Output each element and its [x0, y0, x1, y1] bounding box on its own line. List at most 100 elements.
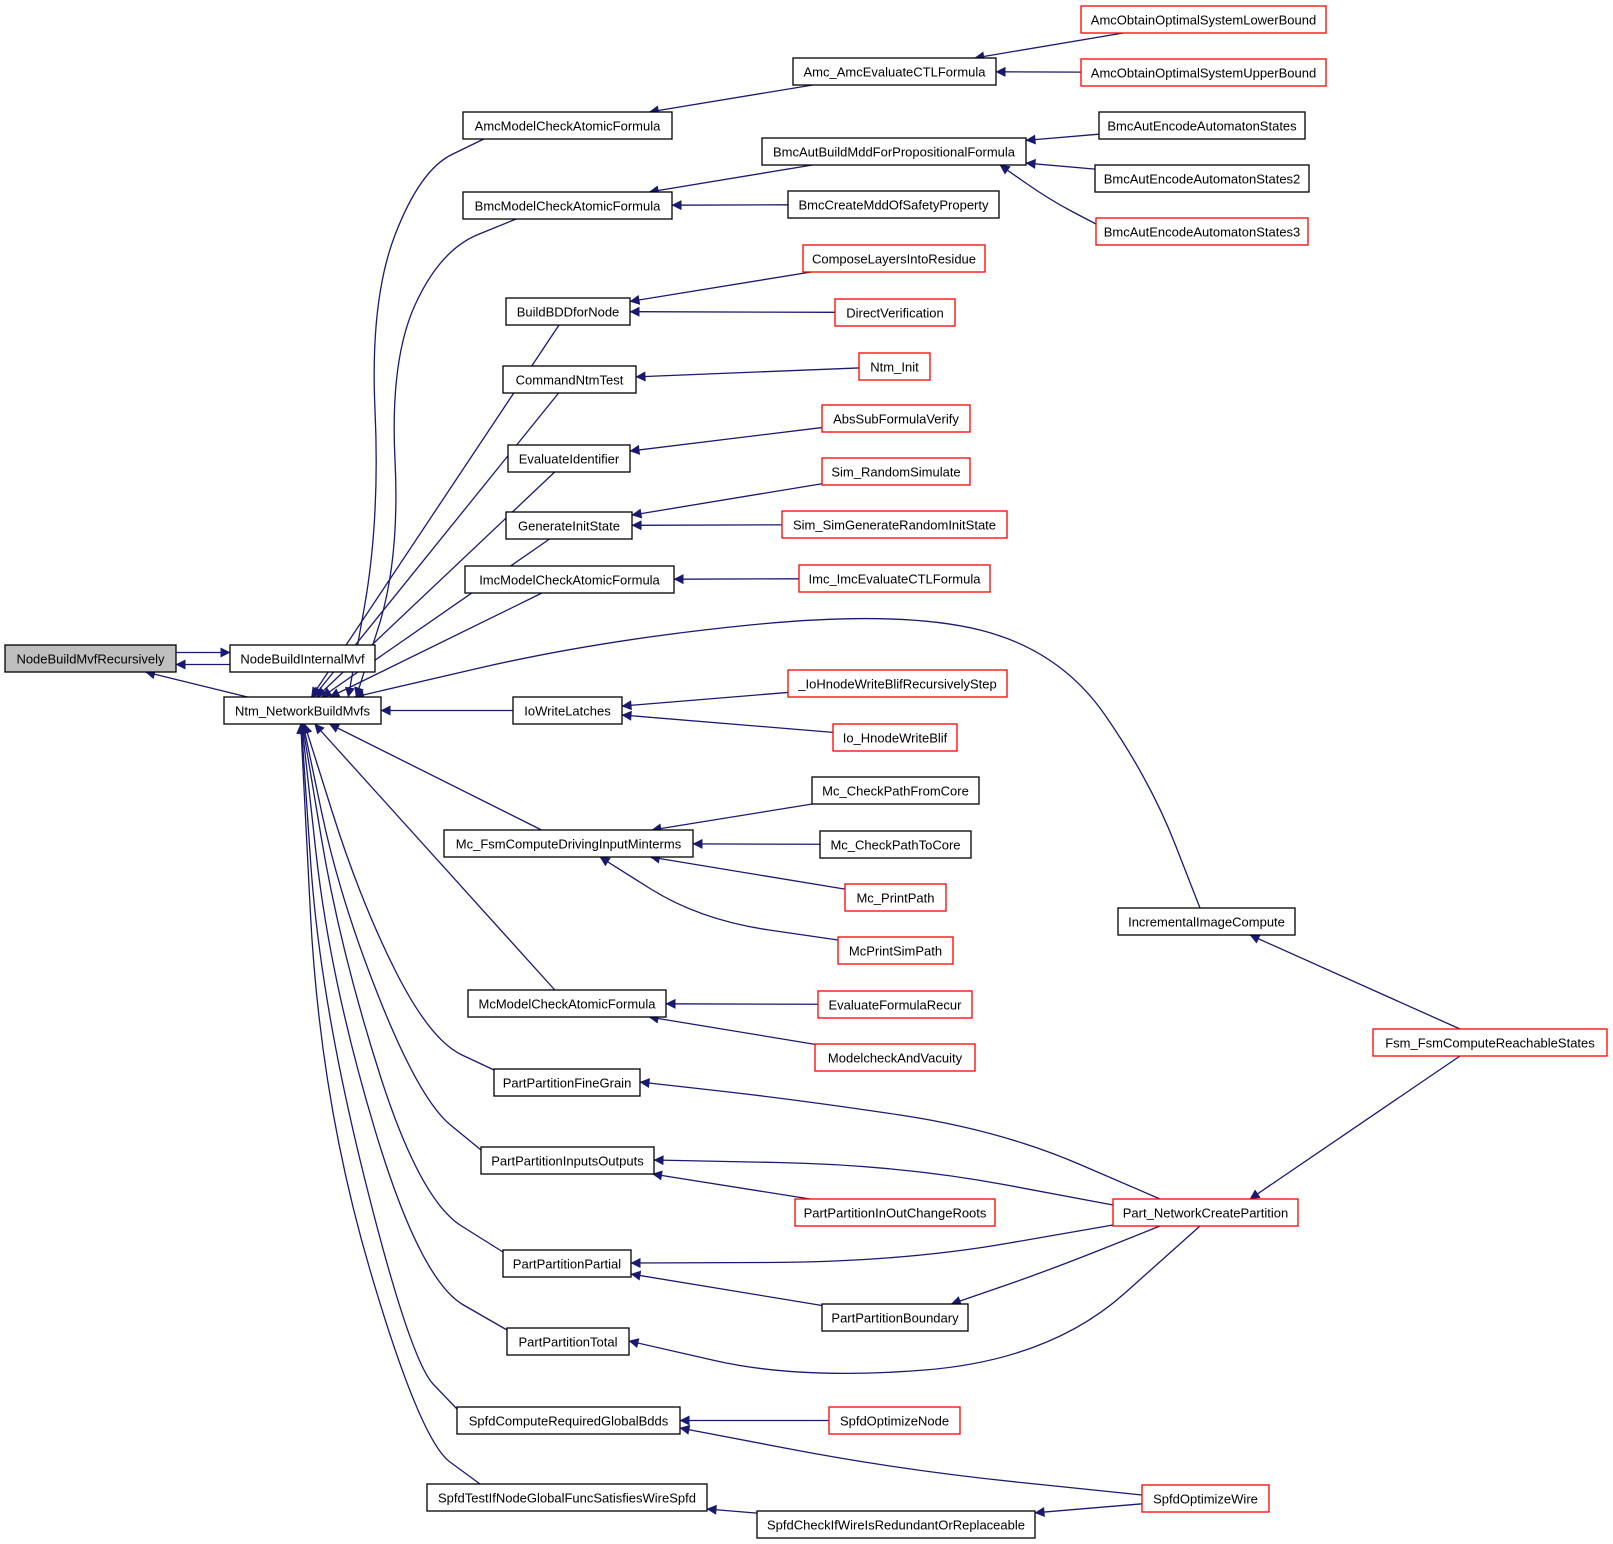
node-label: SpfdOptimizeWire [1153, 1492, 1258, 1507]
graph-node-n15[interactable]: PartPartitionInputsOutputs [480, 1146, 655, 1175]
node-box [814, 1043, 976, 1072]
node-box [223, 696, 382, 725]
graph-node-n44[interactable]: Part_NetworkCreatePartition [1112, 1198, 1299, 1227]
node-label: CommandNtmTest [516, 373, 624, 388]
graph-node-n22[interactable]: AmcObtainOptimalSystemUpperBound [1080, 58, 1327, 87]
edge-line [999, 164, 1097, 225]
graph-node-n33[interactable]: Sim_SimGenerateRandomInitState [781, 510, 1008, 539]
edge-n18-to-n2 [296, 723, 458, 1410]
graph-node-n27[interactable]: BmcCreateMddOfSafetyProperty [787, 190, 1000, 219]
graph-node-n30[interactable]: Ntm_Init [858, 352, 931, 381]
graph-node-n0[interactable]: NodeBuildMvfRecursively [4, 644, 177, 673]
graph-node-n47[interactable]: SpfdOptimizeNode [828, 1406, 961, 1435]
node-label: ModelcheckAndVacuity [828, 1051, 963, 1066]
node-box [502, 1249, 632, 1278]
edge-n15-to-n2 [300, 723, 482, 1151]
node-box [1112, 1198, 1299, 1227]
graph-node-n11[interactable]: IoWriteLatches [512, 696, 623, 725]
edge-line [635, 367, 860, 382]
graph-node-n36[interactable]: Io_HnodeWriteBlif [832, 723, 958, 752]
graph-node-n39[interactable]: Mc_PrintPath [844, 883, 947, 912]
node-box [787, 190, 1000, 219]
edge-n48-to-n18 [679, 1424, 1143, 1496]
node-label: Fsm_FsmComputeReachableStates [1385, 1036, 1595, 1051]
node-label: BmcAutBuildMddForPropositionalFormula [773, 145, 1016, 160]
node-label: Ntm_NetworkBuildMvfs [235, 704, 371, 719]
graph-node-n37[interactable]: Mc_CheckPathFromCore [811, 776, 980, 805]
graph-node-n31[interactable]: AbsSubFormulaVerify [821, 404, 971, 433]
edge-line [652, 1170, 811, 1200]
graph-node-n43[interactable]: Fsm_FsmComputeReachableStates [1372, 1028, 1608, 1057]
graph-node-n13[interactable]: McModelCheckAtomicFormula [467, 989, 667, 1018]
graph-node-n45[interactable]: PartPartitionInOutChangeRoots [794, 1198, 996, 1227]
node-box [802, 244, 986, 273]
edge-line [974, 32, 1124, 62]
node-label: BuildBDDforNode [517, 305, 620, 320]
edge-line [321, 538, 550, 698]
graph-node-n40[interactable]: McPrintSimPath [837, 936, 954, 965]
node-label: Mc_FsmComputeDrivingInputMinterms [456, 837, 682, 852]
edge-n30-to-n6 [635, 367, 860, 382]
graph-node-n14[interactable]: PartPartitionFineGrain [493, 1068, 641, 1097]
graph-node-n7[interactable]: EvaluateIdentifier [507, 444, 631, 473]
node-box [229, 644, 376, 673]
node-label: Mc_CheckPathFromCore [822, 784, 969, 799]
graph-node-n24[interactable]: BmcAutEncodeAutomatonStates [1098, 111, 1306, 140]
graph-node-n2[interactable]: Ntm_NetworkBuildMvfs [223, 696, 382, 725]
graph-node-n16[interactable]: PartPartitionPartial [502, 1249, 632, 1278]
graph-node-n32[interactable]: Sim_RandomSimulate [821, 457, 971, 486]
node-box [811, 776, 980, 805]
graph-node-n8[interactable]: GenerateInitState [505, 511, 633, 540]
edge-n43-to-n44 [1249, 1055, 1461, 1200]
graph-node-n3[interactable]: AmcModelCheckAtomicFormula [462, 111, 673, 140]
graph-node-n9[interactable]: ImcModelCheckAtomicFormula [464, 565, 675, 594]
graph-node-n18[interactable]: SpfdComputeRequiredGlobalBdds [456, 1406, 681, 1435]
node-label: NodeBuildInternalMvf [240, 652, 365, 667]
node-box [756, 1510, 1036, 1539]
node-box [502, 365, 637, 394]
graph-node-n21[interactable]: AmcObtainOptimalSystemLowerBound [1080, 5, 1327, 34]
node-label: Mc_PrintPath [856, 891, 934, 906]
graph-node-n49[interactable]: SpfdCheckIfWireIsRedundantOrReplaceable [756, 1510, 1036, 1539]
graph-node-n10[interactable]: IncrementalImageCompute [1117, 907, 1296, 936]
graph-node-n42[interactable]: ModelcheckAndVacuity [814, 1043, 976, 1072]
node-label: AmcObtainOptimalSystemLowerBound [1091, 13, 1316, 28]
graph-node-n29[interactable]: DirectVerification [834, 298, 956, 327]
edge-n31-to-n7 [629, 426, 823, 455]
edge-n25-to-n23 [1025, 158, 1096, 170]
graph-node-n19[interactable]: SpfdTestIfNodeGlobalFuncSatisfiesWireSpf… [426, 1483, 708, 1512]
edge-n46-to-n16 [630, 1270, 823, 1307]
graph-node-n4[interactable]: BmcModelCheckAtomicFormula [462, 191, 673, 220]
node-box [1094, 164, 1310, 193]
graph-node-n48[interactable]: SpfdOptimizeWire [1141, 1484, 1270, 1513]
edge-n49-to-n19 [706, 1504, 758, 1515]
graph-node-n5[interactable]: BuildBDDforNode [505, 297, 631, 326]
edge-n42-to-n13 [648, 1013, 816, 1045]
graph-node-n28[interactable]: ComposeLayersIntoResidue [802, 244, 986, 273]
edge-line [354, 617, 1201, 909]
graph-node-n46[interactable]: PartPartitionBoundary [821, 1303, 969, 1332]
graph-node-n41[interactable]: EvaluateFormulaRecur [817, 990, 973, 1019]
edge-line [300, 723, 482, 1151]
graph-node-n1[interactable]: NodeBuildInternalMvf [229, 644, 376, 673]
graph-node-n25[interactable]: BmcAutEncodeAutomatonStates2 [1094, 164, 1310, 193]
node-label: PartPartitionBoundary [831, 1311, 959, 1326]
graph-node-n17[interactable]: PartPartitionTotal [506, 1327, 630, 1356]
node-label: BmcAutEncodeAutomatonStates3 [1104, 225, 1301, 240]
graph-node-n12[interactable]: Mc_FsmComputeDrivingInputMinterms [443, 829, 694, 858]
edge-n44-to-n15 [653, 1155, 1114, 1206]
edge-line [621, 710, 834, 734]
edge-n44-to-n46 [950, 1225, 1161, 1306]
graph-node-n20[interactable]: Amc_AmcEvaluateCTLFormula [792, 57, 997, 86]
graph-node-n35[interactable]: _IoHnodeWriteBlifRecursivelyStep [787, 669, 1008, 698]
graph-node-n26[interactable]: BmcAutEncodeAutomatonStates3 [1095, 217, 1309, 246]
graph-node-n23[interactable]: BmcAutBuildMddForPropositionalFormula [761, 137, 1027, 166]
node-label: Mc_CheckPathToCore [830, 838, 960, 853]
node-label: BmcModelCheckAtomicFormula [475, 199, 661, 214]
graph-node-n6[interactable]: CommandNtmTest [502, 365, 637, 394]
graph-node-n38[interactable]: Mc_CheckPathToCore [819, 830, 972, 859]
graph-node-n34[interactable]: Imc_ImcEvaluateCTLFormula [798, 564, 991, 593]
node-label: PartPartitionTotal [519, 1335, 618, 1350]
edge-n13-to-n2 [314, 723, 556, 991]
edge-line [329, 592, 543, 698]
